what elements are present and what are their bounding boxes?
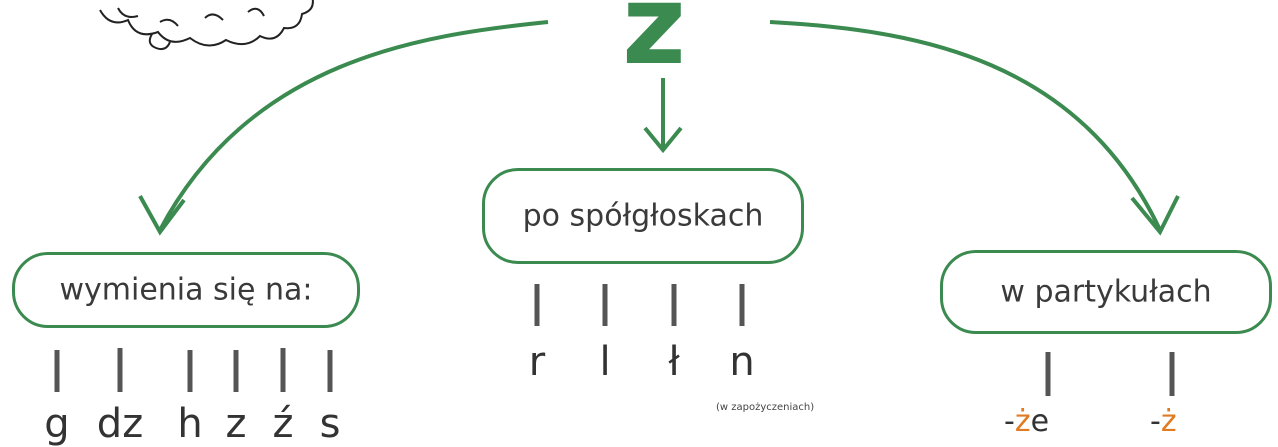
arrow-to-left-branch (158, 20, 549, 231)
middle-item: n (729, 339, 755, 385)
left-item: g (44, 401, 70, 447)
left-item: z (225, 401, 247, 447)
ending-prefix: - (1004, 404, 1015, 439)
middle-item: l (599, 339, 611, 385)
arrow-to-right-branch (769, 20, 1162, 231)
left-item: s (319, 401, 341, 447)
middle-item: r (528, 339, 546, 385)
middle-branch-label: po spółgłoskach (522, 198, 764, 234)
arrowhead-right-icon (1130, 195, 1180, 236)
left-branch-box: wymienia się na: (12, 252, 360, 328)
ending-accent: ż (1160, 404, 1177, 439)
arrowhead-middle-icon (643, 126, 683, 154)
left-item: dz (96, 401, 144, 447)
ending-prefix: - (1150, 404, 1161, 439)
right-item-ticks (1045, 352, 1175, 396)
arrowhead-left-icon (138, 195, 186, 236)
ending-rest: e (1030, 404, 1050, 439)
middle-branch-box: po spółgłoskach (482, 168, 804, 264)
right-item: -że (1004, 404, 1049, 439)
right-branch-box: w partykułach (940, 250, 1272, 334)
left-item: h (177, 401, 203, 447)
center-letter: ż (622, 0, 687, 89)
left-item-ticks (54, 348, 333, 392)
cloud-doodle-icon (99, 0, 314, 51)
right-item: -ż (1150, 404, 1177, 439)
left-item: ź (272, 401, 294, 447)
middle-note: (w zapożyczeniach) (716, 402, 815, 413)
left-branch-label: wymienia się na: (59, 272, 313, 308)
right-branch-label: w partykułach (1000, 274, 1212, 310)
middle-item: ł (668, 339, 680, 385)
middle-item-ticks (534, 284, 745, 326)
ending-accent: ż (1014, 404, 1031, 439)
